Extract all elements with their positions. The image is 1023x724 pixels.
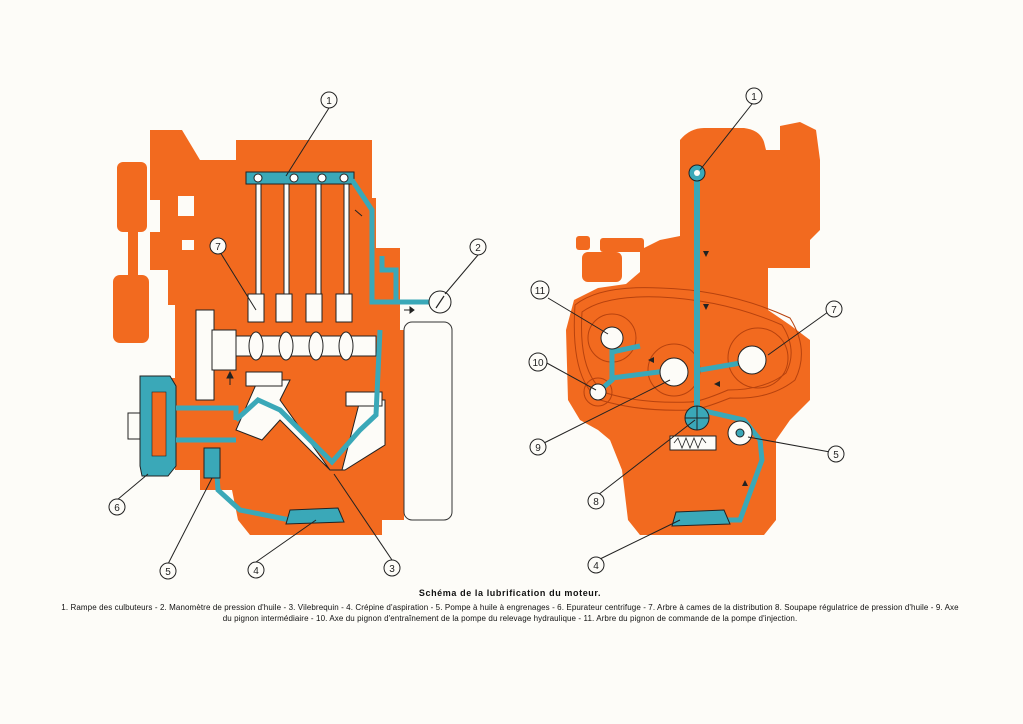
caption-legend: 1. Rampe des culbuteurs - 2. Manomètre d… (61, 603, 959, 623)
left-suction-strainer (285, 507, 345, 525)
right-callout-1: 1 (745, 87, 763, 105)
right-callout-11: 11 (530, 280, 550, 300)
right-relief-valve (669, 435, 717, 451)
right-engine-block (566, 122, 820, 535)
svg-text:4: 4 (593, 561, 599, 572)
left-engine-section: 1 2 3 4 5 6 7 (108, 91, 487, 580)
svg-text:8: 8 (593, 497, 599, 508)
svg-text:5: 5 (165, 567, 171, 578)
right-main-gallery (694, 175, 700, 410)
right-callout-10: 10 (528, 352, 548, 372)
svg-text:10: 10 (532, 358, 544, 369)
right-injection-gear-hub (600, 326, 624, 350)
left-callout-3: 3 (383, 559, 401, 577)
svg-text:11: 11 (535, 286, 546, 297)
svg-text:9: 9 (535, 443, 541, 454)
left-rocker-ramp (245, 171, 355, 185)
left-callout-6: 6 (108, 498, 126, 516)
left-callout-7: 7 (209, 237, 227, 255)
right-engine-section: 1 4 5 7 8 9 10 11 (528, 87, 845, 574)
svg-text:2: 2 (475, 243, 481, 254)
left-filter-top (117, 162, 147, 232)
right-injection-pump (600, 238, 644, 252)
right-leader-lines (543, 103, 831, 561)
svg-text:5: 5 (833, 450, 839, 461)
right-suction-strainer (671, 509, 731, 527)
caption-title: Schéma de la lubrification du moteur. (418, 588, 602, 598)
svg-text:1: 1 (326, 96, 332, 107)
right-hydraulic-gear-hub (589, 383, 607, 401)
left-callout-4: 4 (247, 561, 265, 579)
right-callout-4: 4 (587, 556, 605, 574)
left-callout-2: 2 (469, 238, 487, 256)
svg-text:1: 1 (751, 92, 757, 103)
svg-text:7: 7 (831, 305, 837, 316)
left-leader-lines (116, 107, 479, 565)
right-intermediate-gear-hub (659, 357, 689, 387)
right-camshaft-gear-hub (737, 345, 767, 375)
left-engine-block (150, 130, 404, 535)
left-callout-5: 5 (159, 562, 177, 580)
left-filter-bottom (113, 275, 149, 343)
svg-text:7: 7 (215, 242, 221, 253)
svg-text:4: 4 (253, 566, 259, 577)
left-flywheel-housing (403, 321, 453, 521)
right-callout-9: 9 (529, 438, 547, 456)
svg-text:3: 3 (389, 564, 395, 575)
right-callout-5: 5 (827, 445, 845, 463)
right-gear-train (573, 287, 802, 411)
right-oil-pump (684, 405, 753, 446)
svg-text:6: 6 (114, 503, 120, 514)
left-oil-pump (203, 447, 221, 479)
left-callout-1: 1 (320, 91, 338, 109)
left-timing-gear (195, 309, 215, 401)
right-callout-8: 8 (587, 492, 605, 510)
right-callout-7: 7 (825, 300, 843, 318)
